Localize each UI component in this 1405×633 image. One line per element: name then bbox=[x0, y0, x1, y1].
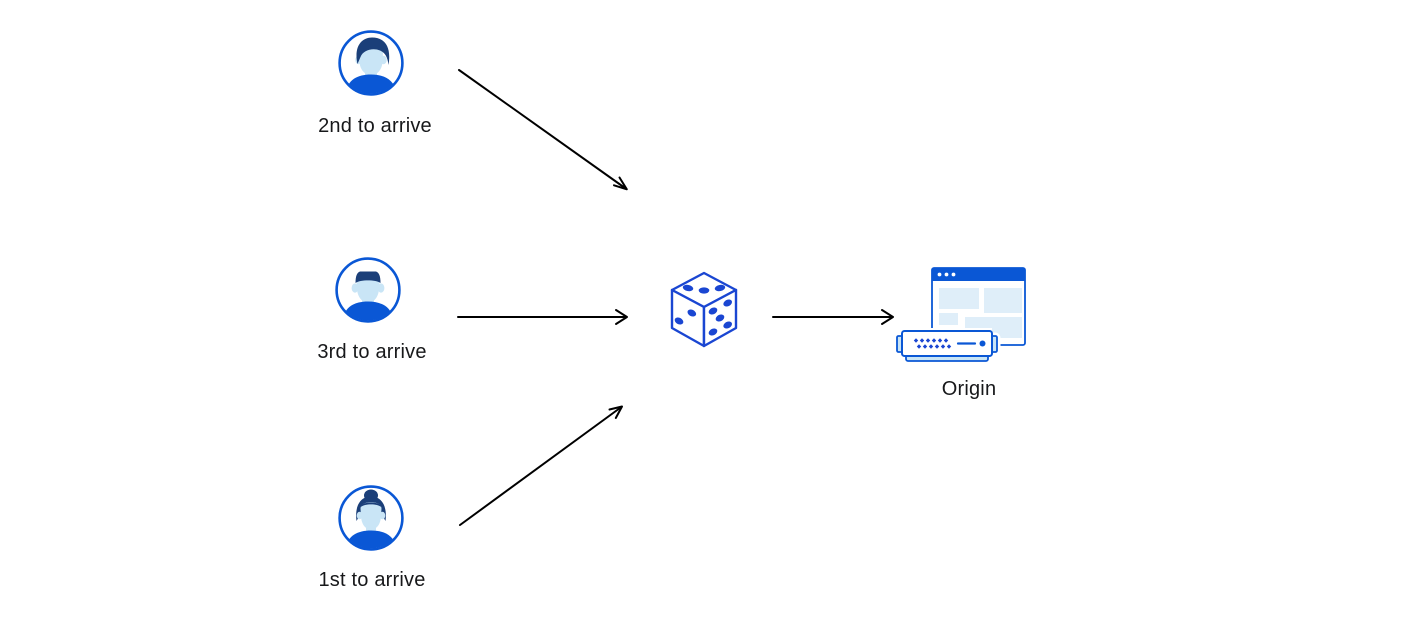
browser-window bbox=[931, 267, 1026, 346]
avatar-woman-bun-icon bbox=[338, 485, 404, 551]
arrow-client2-to-dice bbox=[458, 69, 628, 191]
arrow-client1-to-dice bbox=[459, 405, 623, 526]
client-label-3rd: 3rd to arrive bbox=[317, 341, 427, 363]
avatar-man-swept-hair-icon bbox=[338, 30, 404, 96]
server-vents bbox=[913, 338, 952, 349]
dice-icon bbox=[670, 271, 738, 348]
dice-pips bbox=[674, 284, 733, 336]
server-box bbox=[895, 328, 1001, 362]
server-led-dot bbox=[979, 340, 986, 347]
arrow-client3-to-dice bbox=[457, 309, 628, 325]
client-label-2nd: 2nd to arrive bbox=[318, 115, 432, 137]
avatar-man-flat-top-icon bbox=[335, 257, 401, 323]
origin-server-browser-icon bbox=[895, 267, 1026, 362]
origin-label: Origin bbox=[941, 378, 997, 400]
arrow-dice-to-origin bbox=[772, 309, 894, 325]
client-label-1st: 1st to arrive bbox=[318, 569, 426, 591]
